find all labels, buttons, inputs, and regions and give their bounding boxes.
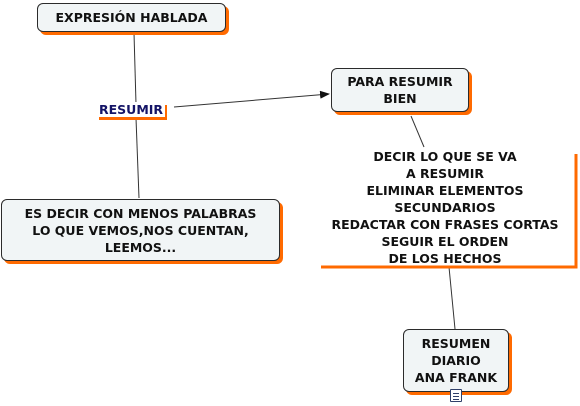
node-es-decir-line-3: LEEMOS... xyxy=(104,240,177,255)
line-top-to-label xyxy=(133,32,137,105)
detail-line-7: DE LOS HECHOS xyxy=(388,251,502,266)
details-text-block: DECIR LO QUE SE VA A RESUMIR ELIMINAR EL… xyxy=(316,148,574,267)
line-resumir-to-list xyxy=(410,115,425,148)
node-es-decir-line-1: ES DECIR CON MENOS PALABRAS xyxy=(24,206,257,221)
line-list-to-diario xyxy=(448,266,456,330)
node-es-decir-line-2: LO QUE VEMOS,NOS CUENTAN, xyxy=(32,223,249,238)
node-resumen-line-1: RESUMEN xyxy=(421,336,491,351)
detail-line-4: SECUNDARIOS xyxy=(394,200,496,215)
node-para-resumir-bien[interactable]: PARA RESUMIR BIEN xyxy=(331,68,469,112)
node-es-decir[interactable]: ES DECIR CON MENOS PALABRAS LO QUE VEMOS… xyxy=(1,199,280,261)
arrow-label-to-resumir xyxy=(173,90,330,108)
node-resumen-diario[interactable]: RESUMEN DIARIO ANA FRANK xyxy=(403,329,509,392)
detail-line-6: SEGUIR EL ORDEN xyxy=(381,234,509,249)
line-label-to-bottom xyxy=(135,117,140,199)
detail-line-2: A RESUMIR xyxy=(405,166,485,181)
node-resumen-line-2: DIARIO xyxy=(431,353,481,368)
node-resumen-line-3: ANA FRANK xyxy=(414,370,498,385)
node-expresion-hablada[interactable]: EXPRESIÓN HABLADA xyxy=(37,3,226,32)
detail-line-1: DECIR LO QUE SE VA xyxy=(373,149,517,164)
node-para-resumir-line-2: BIEN xyxy=(383,91,417,106)
node-expresion-hablada-text: EXPRESIÓN HABLADA xyxy=(55,10,208,25)
detail-line-5: REDACTAR CON FRASES CORTAS xyxy=(331,217,559,232)
node-para-resumir-line-1: PARA RESUMIR xyxy=(347,74,453,89)
document-icon[interactable] xyxy=(450,389,462,402)
detail-line-3: ELIMINAR ELEMENTOS xyxy=(366,183,524,198)
link-label-resumir: RESUMIR xyxy=(97,102,166,117)
